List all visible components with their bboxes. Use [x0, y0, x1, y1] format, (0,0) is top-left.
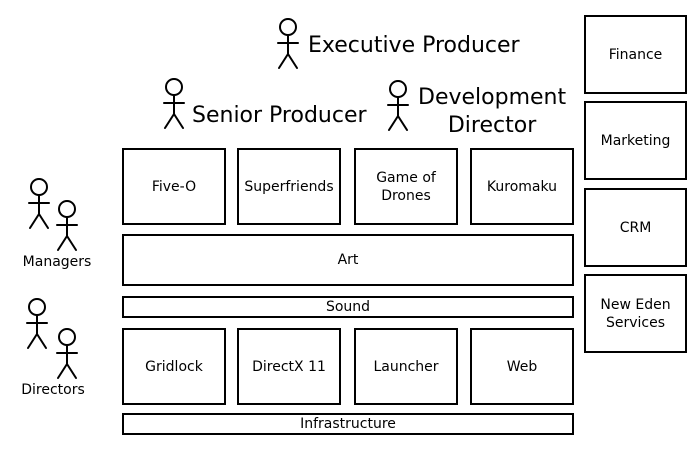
person-icon-director-2 — [56, 328, 78, 379]
person-icon-development-director — [387, 80, 409, 131]
person-icon-manager-2 — [56, 200, 78, 251]
tech-box-directx-11: DirectX 11 — [237, 328, 341, 405]
role-senior-producer: Senior Producer — [192, 103, 367, 128]
department-box-new-eden-services: New Eden Services — [584, 274, 687, 353]
person-icon-manager-1 — [28, 178, 50, 229]
team-bar-art: Art — [122, 234, 574, 286]
group-label-directors: Directors — [21, 382, 85, 398]
person-icon-executive-producer — [277, 18, 299, 69]
department-box-finance: Finance — [584, 15, 687, 94]
department-box-marketing: Marketing — [584, 101, 687, 180]
group-label-managers: Managers — [22, 254, 92, 270]
tech-box-launcher: Launcher — [354, 328, 458, 405]
tech-box-gridlock: Gridlock — [122, 328, 226, 405]
role-development-director: Development Director — [418, 85, 567, 138]
project-box-game-of-drones: Game of Drones — [354, 148, 458, 225]
project-box-kuromaku: Kuromaku — [470, 148, 574, 225]
tech-box-web: Web — [470, 328, 574, 405]
person-icon-director-1 — [26, 298, 48, 349]
project-box-five-o: Five-O — [122, 148, 226, 225]
team-bar-infrastructure: Infrastructure — [122, 413, 574, 435]
team-bar-sound: Sound — [122, 296, 574, 318]
project-box-superfriends: Superfriends — [237, 148, 341, 225]
person-icon-senior-producer — [163, 78, 185, 129]
department-box-crm: CRM — [584, 188, 687, 267]
role-executive-producer: Executive Producer — [308, 33, 520, 58]
